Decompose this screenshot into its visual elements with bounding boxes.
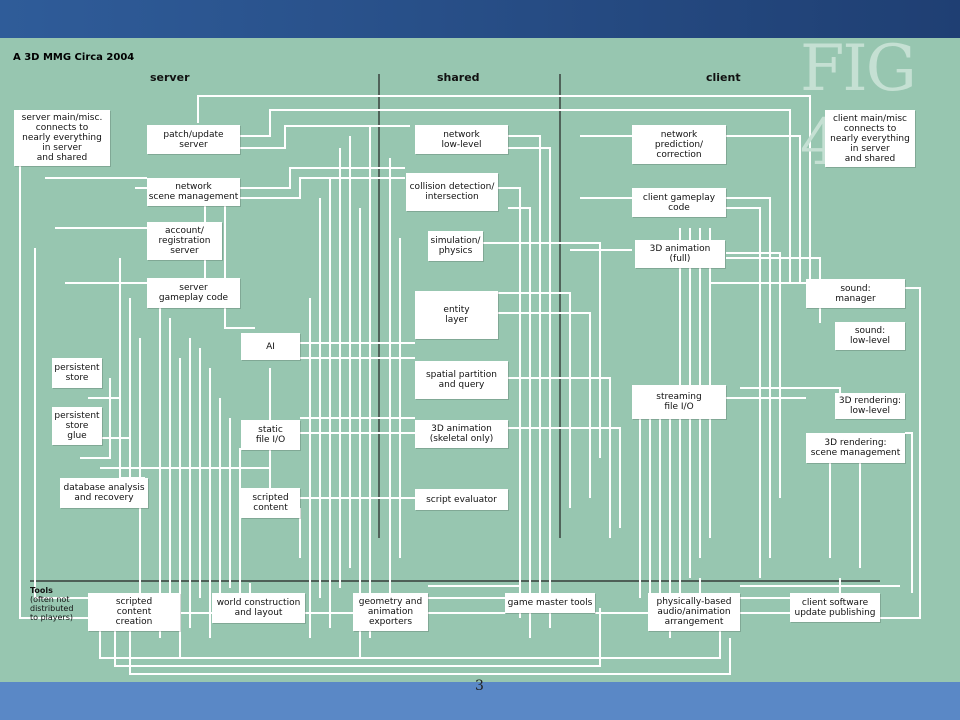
network-prediction-node: network prediction/ correction: [632, 125, 726, 164]
spatial-partition-node: spatial partition and query: [415, 361, 508, 399]
connection-wires: [19, 74, 921, 675]
ai-node: AI: [241, 333, 300, 360]
client-main-node: client main/misc connects to nearly ever…: [825, 110, 915, 167]
3d-rendering-low-level-node: 3D rendering: low-level: [835, 393, 905, 419]
network-scene-management-node: network scene management: [147, 178, 240, 206]
game-master-tools-node: game master tools: [505, 593, 595, 613]
shared-column-label: shared: [437, 71, 480, 84]
database-analysis-node: database analysis and recovery: [60, 478, 148, 508]
page-number: 3: [475, 678, 484, 694]
persistent-store-node: persistent store: [52, 358, 102, 388]
client-gameplay-code-node: client gameplay code: [632, 188, 726, 217]
server-gameplay-code-node: server gameplay code: [147, 278, 240, 308]
world-construction-node: world construction and layout: [212, 593, 305, 623]
3d-animation-full-node: 3D animation (full): [635, 240, 725, 268]
server-main-node: server main/misc. connects to nearly eve…: [14, 110, 110, 166]
account-registration-server-node: account/ registration server: [147, 222, 222, 260]
network-low-level-node: network low-level: [415, 125, 508, 154]
geometry-exporters-node: geometry and animation exporters: [353, 593, 428, 631]
diagram-title: A 3D MMG Circa 2004: [13, 52, 135, 63]
client-update-publishing-node: client software update publishing: [790, 593, 880, 622]
sound-manager-node: sound: manager: [806, 279, 905, 308]
persistent-store-glue-node: persistent store glue: [52, 407, 102, 445]
script-evaluator-node: script evaluator: [415, 489, 508, 510]
3d-animation-skeletal-node: 3D animation (skeletal only): [415, 420, 508, 448]
patch-update-server-node: patch/update server: [147, 125, 240, 154]
scripted-content-creation-node: scripted content creation: [88, 593, 180, 631]
entity-layer-node: entity layer: [415, 291, 498, 339]
3d-rendering-scene-node: 3D rendering: scene management: [806, 433, 905, 463]
slide-title-bar: [0, 0, 960, 38]
server-column-label: server: [150, 71, 190, 84]
streaming-file-io-node: streaming file I/O: [632, 385, 726, 419]
static-file-io-node: static file I/O: [241, 420, 300, 450]
architecture-figure: A 3D MMG Circa 2004 FIG 4 server shared …: [0, 32, 960, 682]
scripted-content-node: scripted content: [241, 488, 300, 518]
slide-footer-bar: [0, 682, 960, 720]
client-column-label: client: [706, 71, 741, 84]
physically-based-audio-node: physically-based audio/animation arrange…: [648, 593, 740, 631]
simulation-physics-node: simulation/ physics: [428, 231, 483, 261]
tools-label: Tools (often not distributed to players): [30, 586, 74, 622]
collision-detection-node: collision detection/ intersection: [406, 173, 498, 211]
sound-low-level-node: sound: low-level: [835, 322, 905, 350]
